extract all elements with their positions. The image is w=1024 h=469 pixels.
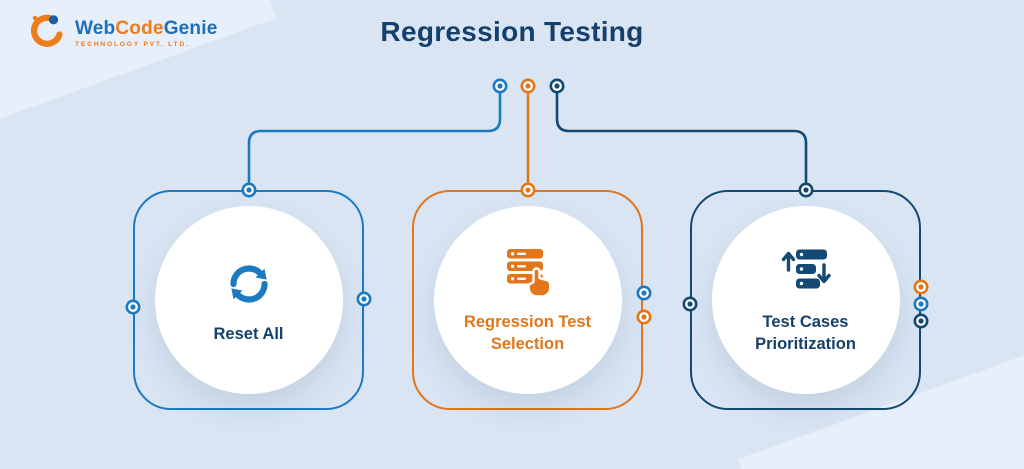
connector-dot-top-orange xyxy=(520,78,536,94)
refresh-arrows-icon xyxy=(229,265,268,303)
node-label-test-cases-prioritization: Test Cases Prioritization xyxy=(755,313,856,353)
node-reset-all: Reset All xyxy=(133,190,364,410)
node-label-reset-all: Reset All xyxy=(213,324,284,343)
connector-line-left xyxy=(247,93,502,184)
node-circle-reset-all: Reset All xyxy=(154,206,343,394)
brand-genie: Genie xyxy=(163,17,218,39)
connector-dot-top-blue xyxy=(492,78,508,94)
brand-name: WebCodeGenie xyxy=(75,19,218,38)
brand-code: Code xyxy=(115,17,164,39)
node-circle-regression-test-selection: Regression Test Selection xyxy=(433,206,622,394)
logo: WebCodeGenie TECHNOLOGY PVT. LTD. xyxy=(26,13,218,53)
node-label-regression-test-selection: Regression Test Selection xyxy=(463,313,592,353)
server-stack-hand-icon xyxy=(506,249,551,298)
webcodegenie-logo-icon xyxy=(30,14,63,47)
brand-web: Web xyxy=(75,17,116,39)
priority-list-arrows-icon xyxy=(781,249,831,289)
node-regression-test-selection: Regression Test Selection xyxy=(412,190,643,410)
connector-line-right xyxy=(555,93,808,184)
connector-dot-top-navy xyxy=(549,78,565,94)
node-circle-test-cases-prioritization: Test Cases Prioritization xyxy=(711,206,900,394)
brand-tagline: TECHNOLOGY PVT. LTD. xyxy=(75,40,190,48)
page-title: Regression Testing xyxy=(380,16,644,47)
logo-text: WebCodeGenie TECHNOLOGY PVT. LTD. xyxy=(75,19,218,48)
node-test-cases-prioritization: Test Cases Prioritization xyxy=(690,190,921,410)
